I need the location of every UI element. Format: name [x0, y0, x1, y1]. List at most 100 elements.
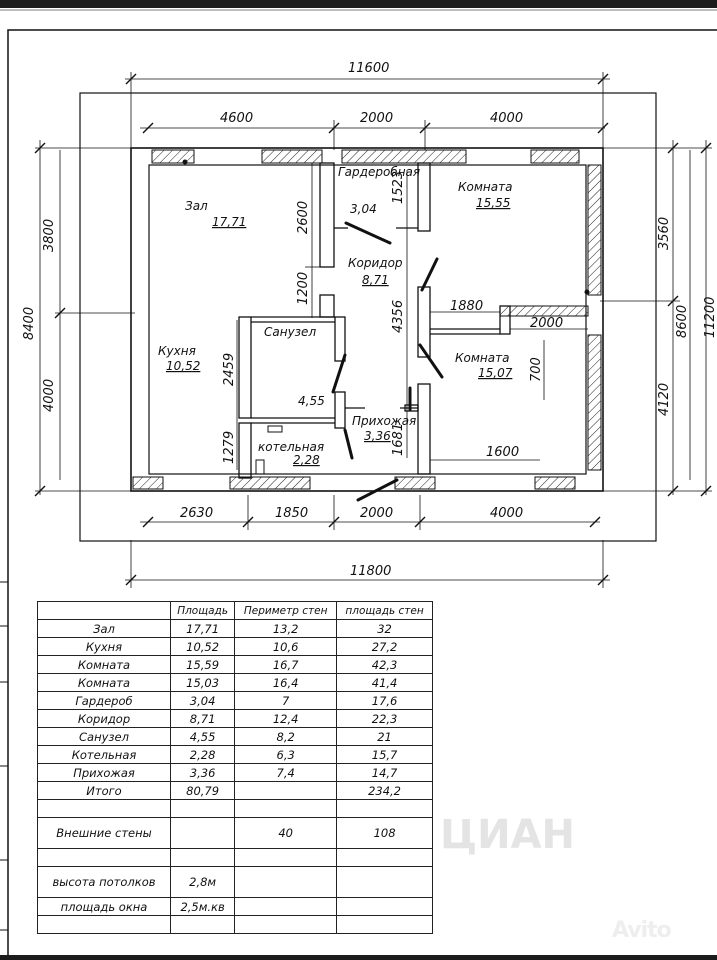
- table-cell: [37, 799, 171, 818]
- table-cell: 6,3: [234, 745, 338, 764]
- table-cell: [234, 915, 338, 934]
- room-2-area: 15,07: [478, 366, 513, 380]
- dim-bottom-seg3: 2000: [360, 506, 393, 521]
- dim-1279: 1279: [222, 431, 237, 464]
- table-cell: высота потолков: [37, 866, 171, 898]
- table-cell: Внешние стены: [37, 817, 171, 849]
- dimension-lines: [35, 72, 712, 588]
- table-cell: 7,4: [234, 763, 338, 782]
- table-cell: 40: [234, 817, 338, 849]
- table-cell: [169, 817, 236, 849]
- fixtures: [182, 159, 590, 475]
- table-cell: 17,71: [169, 619, 236, 638]
- dim-top-seg2: 2000: [360, 111, 393, 126]
- table-cell: Кухня: [37, 637, 171, 656]
- room-hall-area: 17,71: [212, 215, 246, 229]
- room-hall-name: Зал: [185, 199, 208, 213]
- room-corridor-area: 8,71: [362, 273, 389, 287]
- room-boiler-name: котельная: [258, 440, 324, 454]
- table-cell: 80,79: [169, 781, 236, 800]
- room-2-name: Комната: [455, 351, 509, 365]
- dim-bottom-seg2: 1850: [275, 506, 308, 521]
- table-cell: 4,55: [169, 727, 236, 746]
- table-cell: Итого: [37, 781, 171, 800]
- wall-hatching: [132, 149, 602, 490]
- dim-left-bottom: 4000: [42, 379, 57, 412]
- dim-top-seg3: 4000: [490, 111, 523, 126]
- table-cell: Комната: [37, 673, 171, 692]
- dim-4356: 4356: [391, 300, 406, 333]
- room-1-area: 15,55: [476, 196, 510, 210]
- dim-1523: 1523: [391, 171, 406, 204]
- room-bathroom-area: 4,55: [298, 394, 325, 408]
- table-cell: 22,3: [336, 709, 433, 728]
- top-frame-bar: [0, 0, 717, 8]
- table-cell: 42,3: [336, 655, 433, 674]
- table-cell: 15,7: [336, 745, 433, 764]
- dim-right-total: 11200: [703, 297, 717, 338]
- table-cell: площадь окна: [37, 897, 171, 916]
- table-cell: 10,6: [234, 637, 338, 656]
- exterior-wall: [130, 147, 604, 492]
- table-cell: 17,6: [336, 691, 433, 710]
- table-cell: 12,4: [234, 709, 338, 728]
- table-cell: [234, 866, 338, 898]
- dim-bottom-total: 11800: [350, 564, 391, 579]
- table-cell: Санузел: [37, 727, 171, 746]
- table-cell: [336, 897, 433, 916]
- table-cell: 2,28: [169, 745, 236, 764]
- table-cell: Прихожая: [37, 763, 171, 782]
- table-cell: 14,7: [336, 763, 433, 782]
- plot-boundary: [79, 92, 657, 542]
- dim-left-total: 8400: [22, 307, 37, 340]
- table-header-row: Площадь Периметр стен площадь стен: [37, 601, 433, 620]
- table-cell: [169, 799, 236, 818]
- table-cell: 21: [336, 727, 433, 746]
- dim-top-seg1: 4600: [220, 111, 253, 126]
- table-cell: 3,36: [169, 763, 236, 782]
- table-cell: 16,7: [234, 655, 338, 674]
- table-cell: Комната: [37, 655, 171, 674]
- dim-1880: 1880: [450, 299, 483, 314]
- dim-1681: 1681: [391, 423, 406, 456]
- table-header-cell: площадь стен: [336, 601, 433, 620]
- table-cell: [336, 848, 433, 867]
- room-corridor-name: Коридор: [348, 256, 403, 270]
- cian-watermark: ЦИАН: [440, 812, 576, 858]
- table-cell: [169, 848, 236, 867]
- room-bathroom-name: Санузел: [264, 325, 316, 339]
- table-cell: Коридор: [37, 709, 171, 728]
- table-cell: [37, 915, 171, 934]
- table-cell: 10,52: [169, 637, 236, 656]
- dim-2600: 2600: [296, 201, 311, 234]
- table-row: [37, 799, 433, 818]
- table-header-cell: [37, 601, 171, 620]
- dim-bottom-seg1: 2630: [180, 506, 213, 521]
- dim-top-total: 11600: [348, 61, 389, 76]
- table-cell: [169, 915, 236, 934]
- dim-right-mid: 8600: [675, 305, 690, 338]
- top-frame-line: [0, 9, 717, 11]
- dim-700: 700: [529, 357, 544, 382]
- table-cell: [234, 897, 338, 916]
- dim-bottom-seg4: 4000: [490, 506, 523, 521]
- table-cell: 234,2: [336, 781, 433, 800]
- dim-right-bottom: 4120: [657, 383, 672, 416]
- table-cell: 15,03: [169, 673, 236, 692]
- table-cell: [234, 799, 338, 818]
- table-cell: 16,4: [234, 673, 338, 692]
- bottom-frame-bar: [0, 955, 717, 960]
- table-cell: [336, 799, 433, 818]
- dim-2000-inner: 2000: [530, 316, 563, 331]
- table-cell: 8,2: [234, 727, 338, 746]
- table-cell: 41,4: [336, 673, 433, 692]
